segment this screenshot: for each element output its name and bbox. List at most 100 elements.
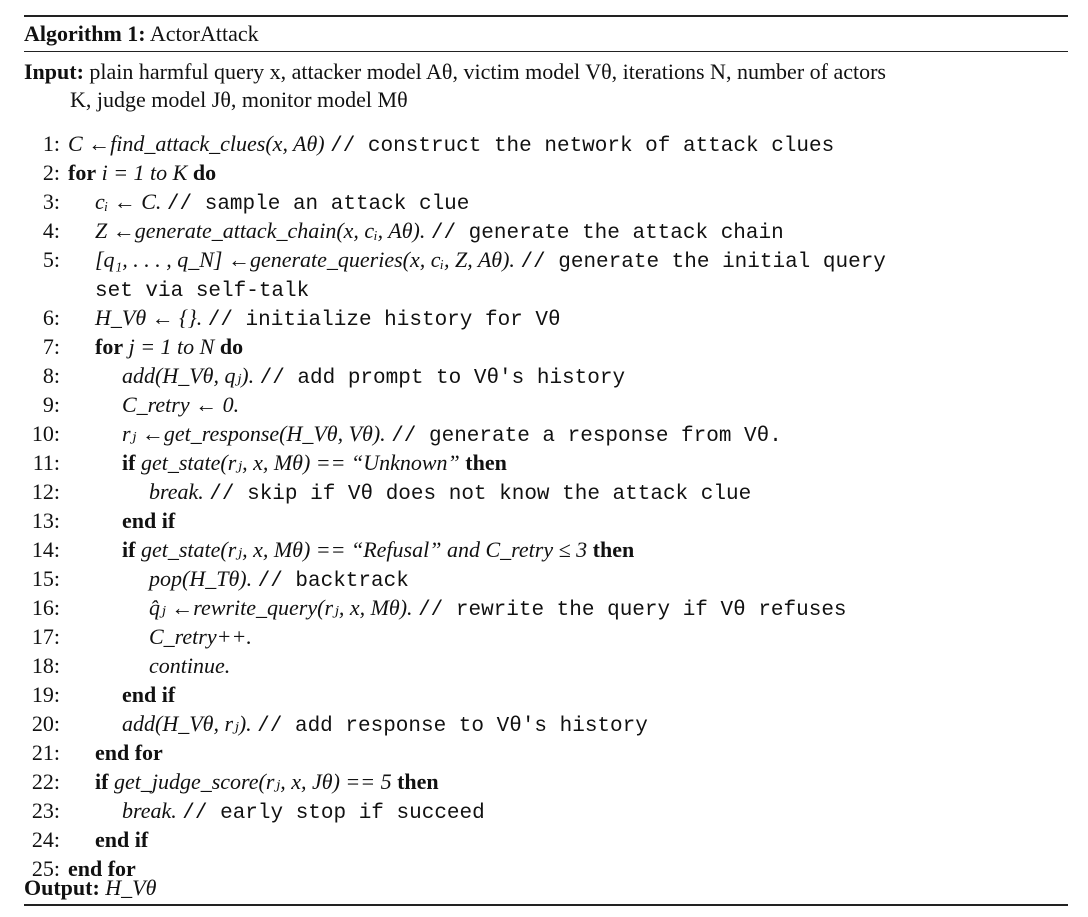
line-code: if get_state(rⱼ, x, Mθ) == “Refusal” and… (122, 535, 634, 564)
line-comment: // generate the initial query (520, 251, 886, 274)
line-code: q̂ⱼ ←rewrite_query(rⱼ, x, Mθ). // rewrit… (149, 593, 847, 625)
line-code: break. // early stop if succeed (122, 796, 485, 828)
line-number: 8: (42, 363, 60, 388)
line-code: [q₁, . . . , q_N] ←generate_queries(x, c… (95, 245, 886, 277)
line-keyword: end if (122, 508, 176, 533)
line-code: add(H_Vθ, rⱼ). // add response to Vθ's h… (122, 709, 648, 741)
line-comment: // generate a response from Vθ. (391, 425, 782, 448)
line-keyword: then (465, 450, 507, 475)
line-expression: rⱼ ←get_response(H_Vθ, Vθ). (122, 421, 392, 446)
line-code: if get_judge_score(rⱼ, x, Jθ) == 5 then (95, 767, 439, 796)
line-number: 17: (31, 624, 60, 649)
line-number: 6: (42, 305, 60, 330)
line-number: 3: (42, 189, 60, 214)
line-code: rⱼ ←get_response(H_Vθ, Vθ). // generate … (122, 419, 782, 451)
line-expression: add(H_Vθ, rⱼ). (122, 711, 258, 736)
line-number: 14: (31, 537, 60, 562)
line-number: 19: (31, 682, 60, 707)
output-value: H_Vθ (105, 875, 157, 900)
line-expression: C_retry++. (149, 624, 252, 649)
line-expression: continue. (149, 653, 231, 678)
line-comment: // skip if Vθ does not know the attack c… (209, 483, 752, 506)
line-expression: H_Vθ ← {}. (95, 305, 208, 330)
line-code: C_retry ← 0. (122, 390, 239, 419)
line-number: 13: (31, 508, 60, 533)
line-number: 23: (31, 798, 60, 823)
line-comment: // add response to Vθ's history (257, 715, 648, 738)
line-expression: break. (122, 798, 183, 823)
line-keyword: if (95, 769, 109, 794)
line-expression: cᵢ ← C. (95, 189, 167, 214)
line-number: 5: (42, 247, 60, 272)
line-code: end for (95, 738, 163, 767)
line-comment: set via self-talk (95, 280, 310, 303)
line-comment: // initialize history for Vθ (207, 309, 561, 332)
caption-name: ActorAttack (149, 21, 259, 46)
line-expression: q̂ⱼ ←rewrite_query(rⱼ, x, Mθ). (149, 595, 419, 620)
line-expression: break. (149, 479, 210, 504)
line-number: 9: (42, 392, 60, 417)
line-code: end if (122, 506, 175, 535)
line-comment: // backtrack (257, 570, 409, 593)
line-keyword: do (219, 334, 244, 359)
line-expression: get_state(rⱼ, x, Mθ) == “Refusal” and C_… (135, 537, 593, 562)
line-number: 12: (31, 479, 60, 504)
line-keyword: do (192, 160, 217, 185)
line-keyword: if (122, 537, 136, 562)
line-number: 2: (42, 160, 60, 185)
line-keyword: then (592, 537, 635, 562)
line-code: end if (122, 680, 175, 709)
line-number: 10: (31, 421, 60, 446)
input-label: Input: (24, 59, 84, 84)
input-line-2: K, judge model Jθ, monitor model Mθ (70, 87, 408, 112)
line-number: 15: (31, 566, 60, 591)
top-rule (24, 15, 1068, 17)
line-keyword: for (95, 334, 124, 359)
line-code: break. // skip if Vθ does not know the a… (149, 477, 751, 509)
output-line: Output: H_Vθ (24, 873, 156, 903)
line-code: set via self-talk (95, 274, 309, 306)
line-number: 22: (31, 769, 60, 794)
line-number: 25: (31, 856, 60, 881)
line-code: add(H_Vθ, qⱼ). // add prompt to Vθ's his… (122, 361, 625, 393)
caption-rule (24, 51, 1068, 52)
line-keyword: end if (122, 682, 176, 707)
input-line-1: Input: plain harmful query x, attacker m… (24, 58, 1068, 86)
line-number: 24: (31, 827, 60, 852)
input-text-1: plain harmful query x, attacker model Aθ… (89, 59, 886, 84)
line-comment: // construct the network of attack clues (330, 135, 835, 158)
line-code: for j = 1 to N do (95, 332, 243, 361)
line-keyword: end for (95, 740, 163, 765)
line-expression: Z ←generate_attack_chain(x, cᵢ, Aθ). (95, 218, 431, 243)
line-number: 11: (32, 450, 60, 475)
line-keyword: then (397, 769, 439, 794)
line-keyword: end if (95, 827, 149, 852)
line-code: end for (68, 854, 136, 883)
line-expression: C ←find_attack_clues(x, Aθ) (68, 131, 331, 156)
bottom-rule (24, 904, 1068, 906)
line-expression: add(H_Vθ, qⱼ). (122, 363, 260, 388)
caption-label: Algorithm 1: (24, 21, 146, 46)
line-number: 20: (31, 711, 60, 736)
line-comment: // add prompt to Vθ's history (259, 367, 626, 390)
line-expression: [q₁, . . . , q_N] ←generate_queries(x, c… (95, 247, 521, 272)
algorithm-caption: Algorithm 1: ActorAttack (24, 17, 1068, 51)
line-keyword: if (122, 450, 136, 475)
line-number: 7: (42, 334, 60, 359)
line-expression: i = 1 to K (96, 160, 193, 185)
line-code: continue. (149, 651, 230, 680)
input-block: Input: plain harmful query x, attacker m… (24, 52, 1068, 114)
line-code: C ←find_attack_clues(x, Aθ) // construct… (68, 129, 834, 161)
line-number: 18: (31, 653, 60, 678)
line-code: end if (95, 825, 148, 854)
line-comment: // generate the attack chain (430, 222, 784, 245)
line-expression: get_state(rⱼ, x, Mθ) == “Unknown” (135, 450, 466, 475)
line-comment: // rewrite the query if Vθ refuses (418, 599, 847, 622)
line-code: for i = 1 to K do (68, 158, 216, 187)
line-number: 16: (31, 595, 60, 620)
line-code: cᵢ ← C. // sample an attack clue (95, 187, 469, 219)
line-keyword: for (68, 160, 97, 185)
line-code: C_retry++. (149, 622, 252, 651)
line-code: if get_state(rⱼ, x, Mθ) == “Unknown” the… (122, 448, 507, 477)
line-number: 1: (42, 131, 60, 156)
